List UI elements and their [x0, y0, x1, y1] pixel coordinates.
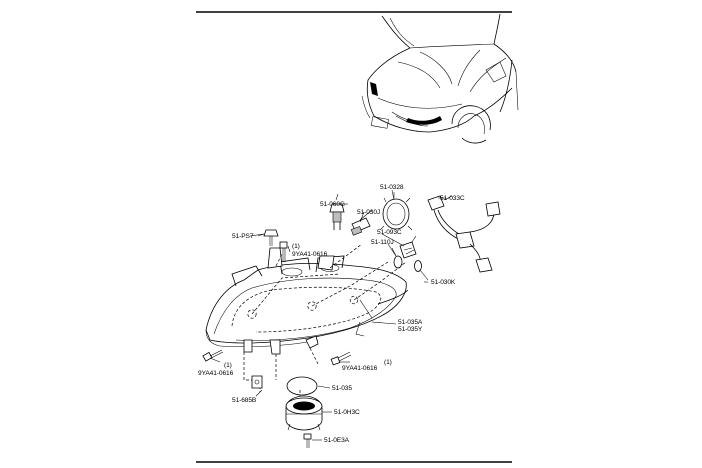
headlamp-assembly: [205, 247, 409, 355]
leveling-unit: [285, 395, 323, 431]
label-headlamp-y: 51-035Y: [398, 326, 423, 333]
gasket: [286, 376, 318, 396]
label-headlamp-a: 51-035A: [398, 319, 423, 326]
label-harness: 51-033C: [440, 195, 465, 202]
mounting-bracket: [251, 375, 263, 389]
label-bolt-ps7: 51-PS7: [232, 233, 254, 240]
bulb-holder: [399, 235, 417, 259]
headlamp-cap: [379, 192, 413, 231]
headlight-bulb-low: [350, 209, 373, 236]
label-cap: 51-0328: [380, 184, 404, 191]
label-hl-bulb-h: 51-060G: [320, 201, 345, 208]
label-bracket: 51-685B: [232, 397, 257, 404]
label-screw-top-qty: (1): [292, 243, 300, 250]
label-screw-right-qty: (1): [384, 359, 392, 366]
front-bulb: [414, 260, 429, 281]
label-leveling-unit: 51-0H3C: [334, 409, 360, 416]
vehicle-location-sketch: [361, 13, 519, 144]
screw-top: [279, 241, 288, 262]
label-leveling-screw: 51-0E3A: [324, 437, 350, 444]
label-screw-left-qty: (1): [224, 362, 232, 369]
label-screw-right: 9YA41-0616: [342, 365, 378, 372]
label-hl-bulb-l: 51-030J: [357, 209, 380, 216]
label-bulb-holder: 51-093C: [377, 229, 402, 236]
label-side-bulb: 51-110J: [371, 239, 394, 246]
label-gasket: 51-035: [332, 385, 352, 392]
bolt-ps7: [257, 229, 279, 246]
label-front-bulb: 51-030K: [431, 279, 456, 286]
label-screw-top: 9YA41-0616: [292, 251, 328, 258]
wiring-harness: [427, 195, 501, 273]
side-marker-bulb: [391, 247, 403, 269]
part-labels: 51-060G 51-030J 51-0328 51-033C 51-093C …: [198, 184, 465, 444]
screw-left: [202, 349, 224, 362]
leader-lines: [209, 189, 446, 441]
screw-right: [330, 351, 352, 366]
headlight-bulb-high: [329, 193, 345, 230]
label-screw-left: 9YA41-0616: [198, 370, 234, 377]
leveling-screw: [303, 433, 312, 448]
